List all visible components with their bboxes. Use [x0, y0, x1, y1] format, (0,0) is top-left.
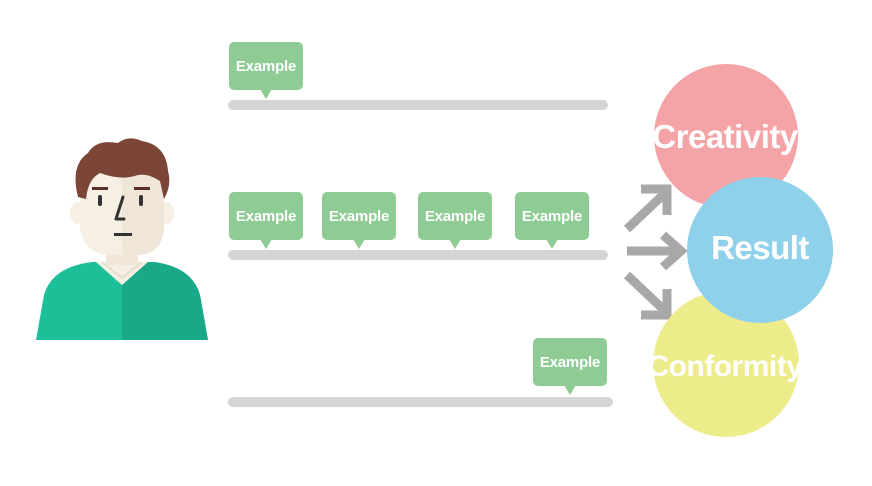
- arrow-right-icon: [627, 231, 688, 271]
- conformity-label: Conformity: [647, 350, 804, 383]
- track-bottom: [228, 397, 613, 407]
- arrows-group: [623, 184, 688, 320]
- person-avatar-icon: [36, 138, 208, 340]
- track-top: [228, 100, 608, 110]
- arrow-down-right-icon: [623, 271, 672, 320]
- example-bubble: Example: [533, 338, 607, 395]
- conformity-circle: [653, 291, 799, 437]
- creativity-label: Creativity: [652, 118, 798, 155]
- arrow-up-right-icon: [623, 184, 672, 233]
- example-bubble: Example: [229, 42, 303, 99]
- example-bubble: Example: [322, 192, 396, 249]
- result-label: Result: [711, 229, 809, 266]
- example-bubble: Example: [515, 192, 589, 249]
- example-bubble: Example: [418, 192, 492, 249]
- outcome-venn: [653, 64, 833, 437]
- result-circle: [687, 177, 833, 323]
- track-middle: [228, 250, 608, 260]
- example-bubble: Example: [229, 192, 303, 249]
- creativity-circle: [654, 64, 798, 208]
